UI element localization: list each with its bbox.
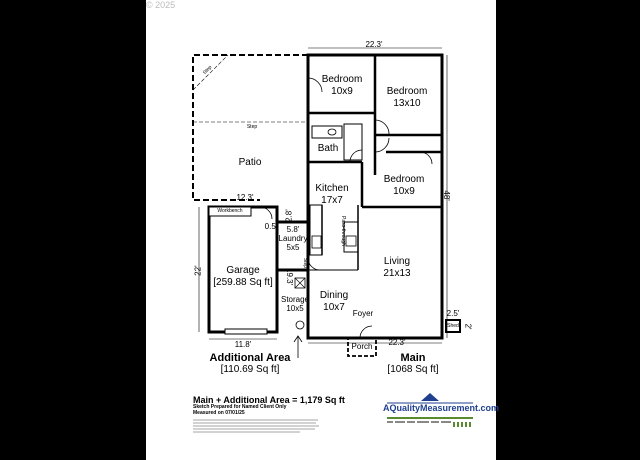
dim-garage-width: 11.8' xyxy=(234,340,252,349)
porch-outline xyxy=(347,337,377,357)
additional-area-title: Additional Area xyxy=(209,352,291,364)
room-foyer: Foyer xyxy=(352,309,374,318)
floor-plan-sheet xyxy=(146,0,496,460)
main-area-value: [1068 Sq ft] xyxy=(387,364,439,375)
bath-tub xyxy=(343,123,363,161)
measured-note: Measured on 07/01/25 xyxy=(193,410,245,416)
patio-outline xyxy=(192,54,308,201)
label-workbench: Workbench xyxy=(217,208,243,214)
company-logo: AQualityMeasurement.com xyxy=(383,389,500,431)
dim-garage-door: 0.5' xyxy=(264,222,278,231)
bath-vanity xyxy=(311,125,343,139)
room-bath: Bath xyxy=(317,143,339,154)
room-porch: Porch xyxy=(351,342,373,351)
shed-outline xyxy=(445,319,461,333)
dim-laundry-width: 5.8' xyxy=(286,225,300,234)
door-foyer xyxy=(359,325,373,339)
water-heater xyxy=(295,320,305,330)
kitchen-counter xyxy=(309,204,323,256)
toilet xyxy=(327,128,337,136)
door-patio xyxy=(259,206,273,220)
door-bed-b xyxy=(374,119,390,135)
door-bath xyxy=(349,149,363,163)
additional-area-value: [110.69 Sq ft] xyxy=(220,364,280,375)
patio-step-diagonal xyxy=(192,54,229,91)
prepared-note: Sketch Prepared for Named Client Only xyxy=(193,404,287,410)
logo-brand-text: AQualityMeasurement.com xyxy=(383,403,500,413)
sink xyxy=(345,235,357,247)
room-shed: Shed xyxy=(447,323,459,329)
room-patio: Patio xyxy=(238,157,262,168)
door-closet xyxy=(419,151,433,165)
dim-shed-width: 2.5' xyxy=(446,309,460,318)
kitchen-island xyxy=(343,221,359,253)
stove xyxy=(311,235,322,249)
total-area: Main + Additional Area = 1,179 Sq ft xyxy=(193,395,345,405)
door-bed-a xyxy=(307,77,323,93)
dim-top-width: 22.3' xyxy=(365,40,383,49)
label-step-mid: Step xyxy=(246,124,258,130)
main-area-title: Main xyxy=(400,352,426,364)
corner-mark: © 2025 xyxy=(146,0,176,10)
logo-house-icon xyxy=(387,393,473,427)
dim-bottom-width: 22.3' xyxy=(388,338,406,347)
dim-patio-width: 12.3' xyxy=(236,193,254,202)
door-bed-c xyxy=(374,137,390,153)
garage-door xyxy=(224,328,268,335)
laundry-appliance xyxy=(294,277,306,289)
workbench xyxy=(208,206,252,217)
room-garage: Garage[259.88 Sq ft] xyxy=(213,265,273,288)
door-laundry xyxy=(307,257,321,271)
